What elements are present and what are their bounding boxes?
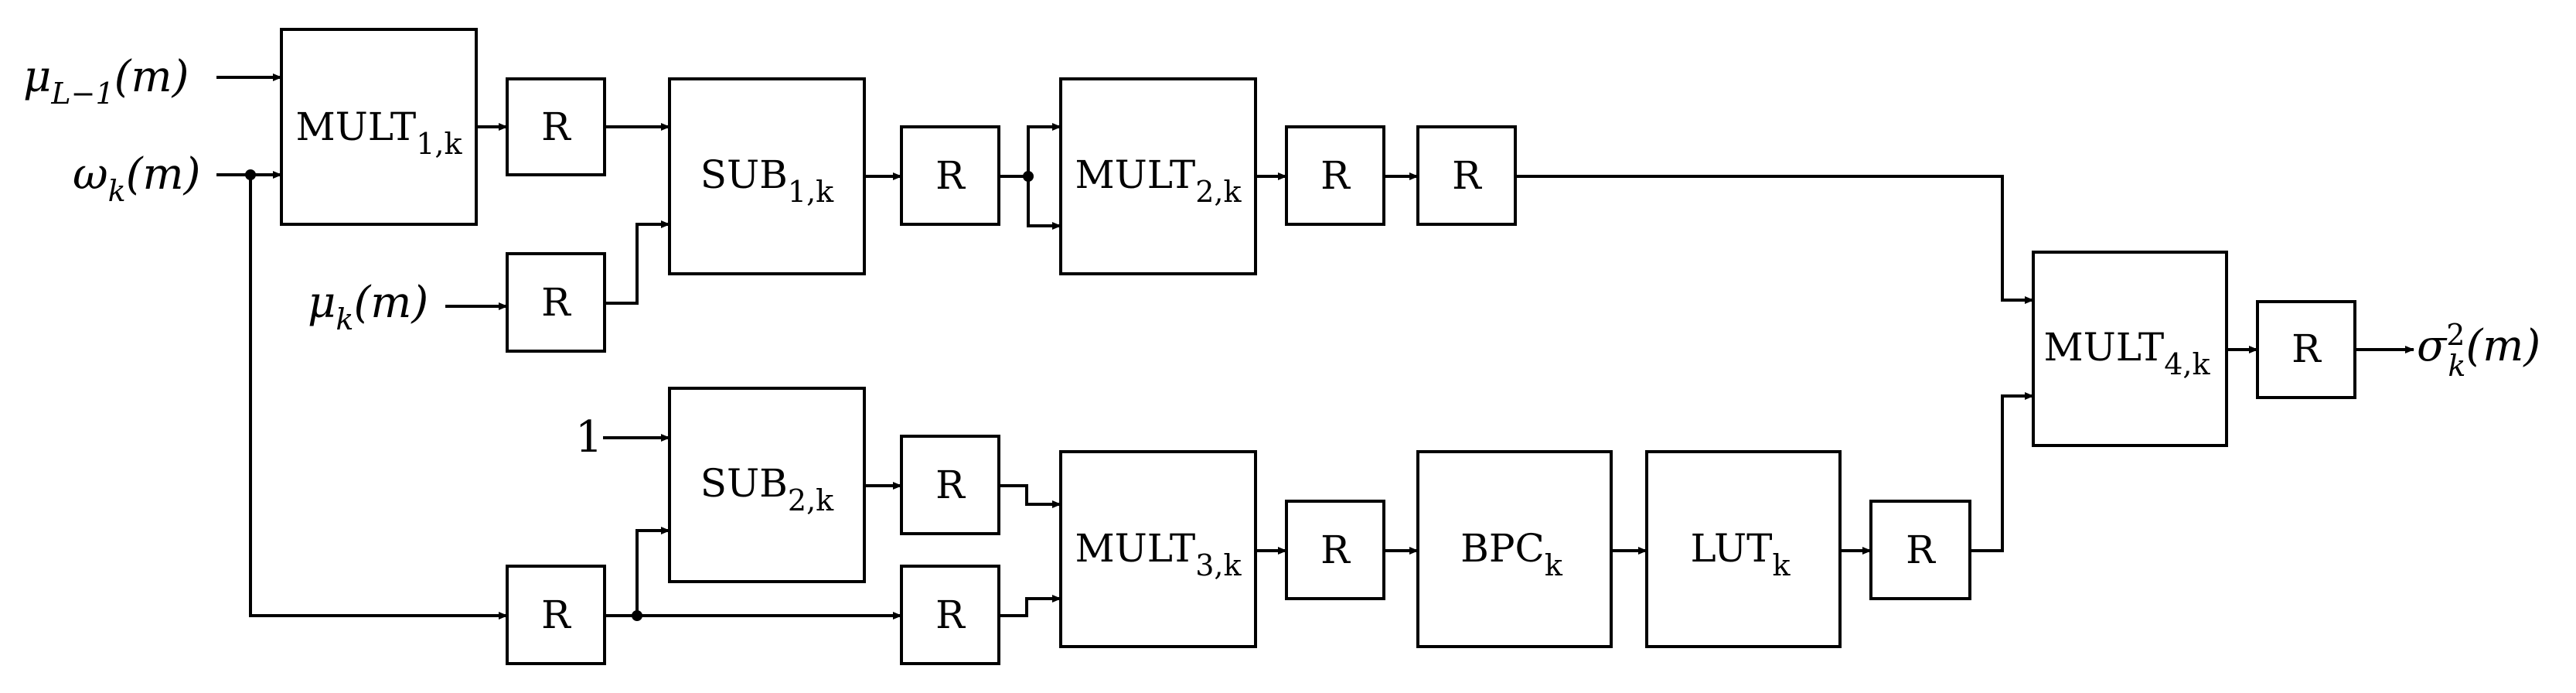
block-sub2-label: SUB [700, 461, 788, 506]
block-mult2-label: MULT [1075, 152, 1195, 197]
input-omega: ωk(m) [73, 149, 201, 208]
input-omega-symbol: ω [73, 149, 108, 200]
block-bpc-label: BPC [1460, 526, 1545, 571]
svg-text:MULT1,k: MULT1,k [295, 104, 462, 161]
register-label: R [935, 592, 966, 637]
wire-r-to-mult4-top [1515, 175, 2034, 304]
register-r4: R [1416, 125, 1517, 226]
svg-text:LUTk: LUTk [1691, 526, 1791, 582]
wires [216, 73, 2414, 620]
register-r7: R [1285, 500, 1385, 600]
wire-r-to-mult3-top [999, 484, 1061, 508]
input-mu-k-symbol: μ [308, 278, 336, 328]
block-mult3-sub: 3,k [1195, 548, 1242, 582]
svg-text:SUB2,k: SUB2,k [700, 461, 834, 517]
register-r-omega: R [506, 565, 606, 665]
register-r2: R [900, 125, 1000, 226]
block-mult2-sub: 2,k [1195, 175, 1242, 209]
svg-text:MULT3,k: MULT3,k [1075, 526, 1242, 582]
wire-r-to-sub2 [605, 527, 670, 617]
register-label: R [935, 153, 966, 198]
junction-dot [245, 169, 256, 180]
block-mult3: MULT3,k [1059, 450, 1257, 648]
output-sigma-arg: (m) [2465, 321, 2540, 371]
input-mu-l1-arg: (m) [114, 52, 189, 102]
input-mu-k-sub: k [336, 302, 353, 336]
input-mu-l1-sub: L−1 [50, 77, 114, 111]
output-sigma-sub: k [2448, 349, 2465, 383]
junction-dot [1023, 171, 1034, 182]
input-mu-k: μk(m) [308, 278, 428, 336]
input-mu-l1-symbol: μ [23, 52, 51, 102]
block-sub2-sub: 2,k [788, 483, 834, 517]
register-r1: R [506, 77, 606, 176]
block-sub2: SUB2,k [668, 387, 866, 583]
register-label: R [1906, 527, 1936, 572]
register-r9: R [2256, 300, 2356, 399]
block-mult4-label: MULT [2043, 325, 2164, 370]
input-omega-arg: (m) [126, 149, 201, 200]
register-r-mu-k: R [506, 252, 606, 353]
register-label: R [541, 280, 571, 325]
block-sub1-label: SUB [700, 152, 788, 197]
register-label: R [1320, 527, 1351, 572]
junctions [245, 169, 1034, 621]
block-lut-sub: k [1772, 548, 1791, 582]
output-sigma-symbol: σ [2417, 321, 2448, 371]
block-mult4-sub: 4,k [2164, 347, 2210, 381]
register-label: R [1320, 153, 1351, 198]
wire-r-to-mult2-top [999, 123, 1061, 178]
register-r3: R [1285, 125, 1385, 226]
input-one: 1 [575, 412, 603, 463]
block-bpc: BPCk [1416, 450, 1613, 648]
block-mult1-label: MULT [295, 104, 416, 149]
svg-text:BPCk: BPCk [1460, 526, 1563, 582]
block-bpc-sub: k [1545, 548, 1563, 582]
wire-r-to-mult3-bottom [999, 595, 1061, 617]
block-sub1: SUB1,k [668, 77, 866, 275]
block-mult2: MULT2,k [1059, 77, 1257, 275]
wire-omega-to-r-bottom [249, 175, 508, 620]
block-lut-label: LUT [1691, 526, 1773, 571]
wire-r-to-mult4-bottom [1970, 392, 2034, 552]
block-mult3-label: MULT [1075, 526, 1195, 571]
register-label: R [935, 463, 966, 507]
register-label: R [541, 104, 571, 149]
wire-r-to-sub1-bottom [605, 220, 670, 305]
block-sub1-sub: 1,k [788, 175, 834, 209]
register-label: R [1452, 153, 1482, 198]
output-sigma-sup: 2 [2446, 318, 2465, 352]
input-mu-l1: μL−1(m) [23, 52, 189, 111]
register-label: R [2291, 326, 2322, 371]
svg-text:MULT2,k: MULT2,k [1075, 152, 1242, 209]
block-mult4: MULT4,k [2032, 251, 2228, 447]
junction-dot [632, 610, 642, 621]
register-r8: R [1869, 500, 1971, 600]
svg-text:MULT4,k: MULT4,k [2043, 325, 2210, 381]
register-r6: R [900, 565, 1000, 665]
input-omega-sub: k [108, 174, 126, 208]
wire-r-to-mult2-bottom [1027, 176, 1061, 230]
input-mu-k-arg: (m) [353, 278, 428, 328]
register-label: R [541, 592, 571, 637]
block-mult1-sub: 1,k [416, 127, 462, 161]
svg-text:SUB1,k: SUB1,k [700, 152, 834, 209]
block-lut: LUTk [1645, 450, 1842, 648]
block-mult1: MULT1,k [280, 28, 478, 226]
register-r5: R [900, 435, 1000, 535]
